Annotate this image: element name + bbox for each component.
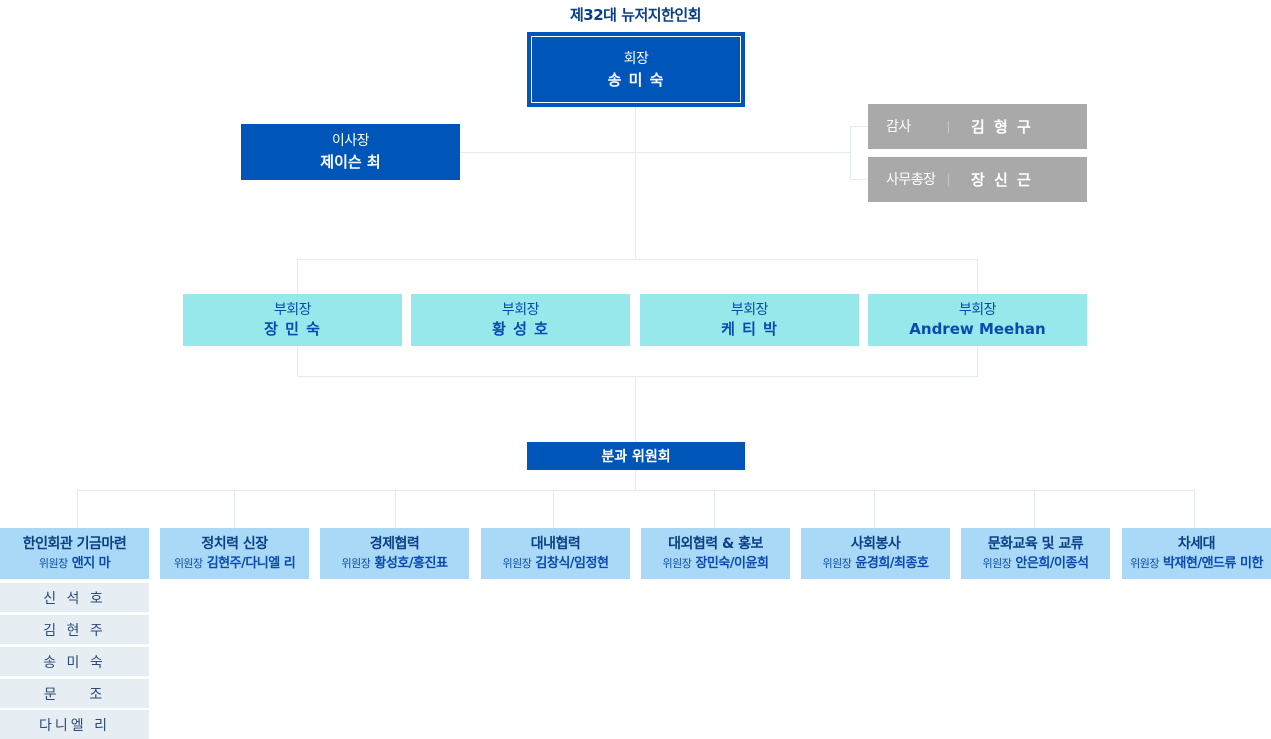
committee-chair-names: 김현주/다니엘 리 — [206, 555, 296, 571]
committee-chair-names: 박재현/앤드류 미한 — [1162, 555, 1263, 571]
vice-president-name: Andrew Meehan — [909, 320, 1046, 338]
committee-name: 정치력 신장 — [201, 535, 268, 552]
chair-label: 위원장 — [502, 556, 532, 570]
separator — [948, 120, 949, 133]
chairman-box: 이사장 제이슨 최 — [241, 124, 460, 180]
vice-president-box: 부회장 황 성 호 — [411, 294, 630, 346]
chair-label: 위원장 — [822, 556, 852, 570]
committee-name: 경제협력 — [369, 535, 420, 552]
connector-side-top — [850, 126, 868, 127]
committee-member: 다니엘 리 — [0, 710, 149, 739]
vice-president-role: 부회장 — [501, 302, 540, 318]
vice-president-role: 부회장 — [273, 302, 312, 318]
committee-name: 사회봉사 — [850, 535, 901, 552]
chair-label: 위원장 — [38, 556, 68, 570]
committee-name: 대내협력 — [530, 535, 581, 552]
committee-member: 신 석 호 — [0, 583, 149, 612]
vice-president-name: 장 민 숙 — [264, 320, 321, 338]
committee-name: 문화교육 및 교류 — [987, 535, 1084, 552]
connector-vp-frame-bottom — [297, 376, 978, 377]
connector-main-vertical — [635, 107, 636, 259]
vice-president-box: 부회장 장 민 숙 — [183, 294, 402, 346]
chairman-name: 제이슨 최 — [320, 153, 381, 171]
chair-label: 위원장 — [1130, 556, 1159, 570]
committee-name: 한인회관 기금마련 — [22, 535, 127, 552]
separator — [948, 173, 949, 186]
committees-header: 분과 위원회 — [527, 442, 745, 470]
chairman-role: 이사장 — [331, 133, 370, 149]
connector-committee-drop — [1034, 490, 1035, 528]
committee-chair-names: 안은희/이종석 — [1015, 555, 1089, 571]
president-box-inner: 회장 송 미 숙 — [531, 36, 741, 103]
president-name: 송 미 숙 — [607, 70, 665, 89]
committee-chair-names: 황성호/홍진표 — [374, 555, 448, 571]
connector-vp-frame-top — [297, 259, 977, 260]
chair-label: 위원장 — [982, 556, 1012, 570]
committee-chair-names: 윤경희/최종호 — [855, 555, 929, 571]
connector-side-bracket-vertical — [850, 126, 851, 179]
vice-president-name: 케 티 박 — [721, 320, 778, 338]
secretary-general-name: 장 신 근 — [971, 170, 1033, 189]
connector-committee-drop — [234, 490, 235, 528]
committee-name: 차세대 — [1177, 535, 1216, 552]
connector-to-committees — [635, 376, 636, 490]
connector-side-bottom — [850, 179, 868, 180]
secretary-general-role: 사무총장 — [886, 171, 936, 188]
committee-member: 송 미 숙 — [0, 647, 149, 676]
president-role: 회장 — [623, 50, 649, 67]
president-box: 회장 송 미 숙 — [527, 32, 745, 107]
vice-president-name: 황 성 호 — [492, 320, 549, 338]
chair-label: 위원장 — [341, 556, 371, 570]
connector-committee-drop — [874, 490, 875, 528]
auditor-role: 감사 — [886, 118, 911, 135]
committee-member: 김 현 주 — [0, 615, 149, 644]
auditor-box: 감사 김 형 구 — [868, 104, 1087, 149]
committee-chair-names: 김창식/임정현 — [535, 555, 609, 571]
connector-committee-drop — [1194, 490, 1195, 528]
secretary-general-box: 사무총장 장 신 근 — [868, 157, 1087, 202]
vice-president-box: 부회장 케 티 박 — [640, 294, 859, 346]
vice-president-box: 부회장 Andrew Meehan — [868, 294, 1087, 346]
connector-committee-drop — [714, 490, 715, 528]
connector-committee-drop — [553, 490, 554, 528]
auditor-name: 김 형 구 — [971, 117, 1033, 136]
connector-chairman-horizontal — [460, 152, 850, 153]
committee-chair-names: 장민숙/이윤희 — [695, 555, 769, 571]
committee-member: 문 조 — [0, 679, 149, 708]
committee-name: 대외협력 & 홍보 — [668, 535, 763, 552]
vice-president-role: 부회장 — [730, 302, 769, 318]
committee-chair-names: 앤지 마 — [71, 555, 111, 571]
vice-president-role: 부회장 — [958, 302, 997, 318]
chair-label: 위원장 — [662, 556, 692, 570]
connector-committee-drop — [395, 490, 396, 528]
org-chart-title: 제32대 뉴저지한인회 — [570, 6, 702, 24]
chair-label: 위원장 — [173, 556, 203, 570]
connector-committee-drop — [77, 490, 78, 528]
connector-committees-horizontal — [77, 490, 1195, 491]
